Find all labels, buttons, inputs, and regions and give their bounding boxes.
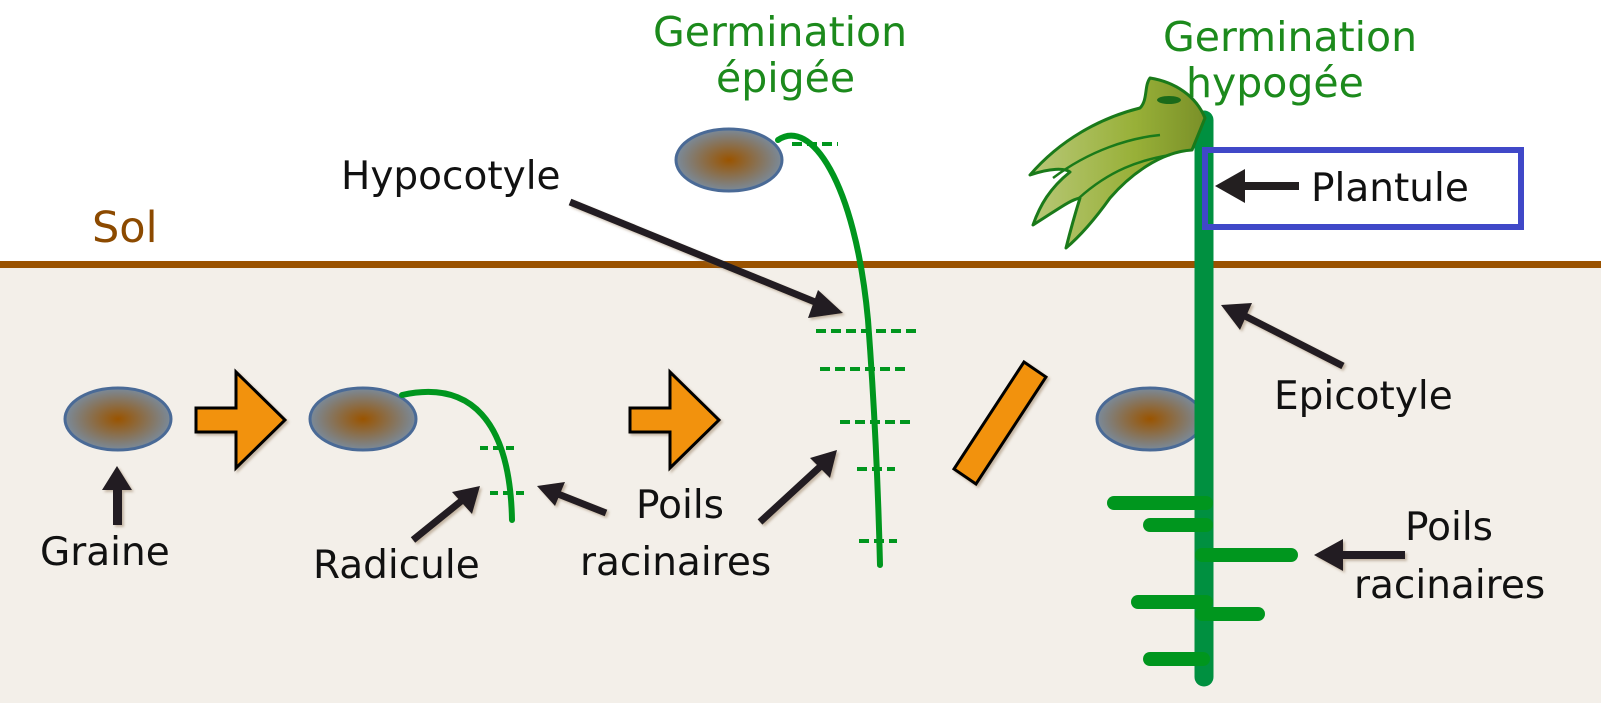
epicotyle-label: Epicotyle bbox=[1274, 374, 1453, 419]
hypogee-title-line2: hypogée bbox=[1186, 59, 1364, 107]
poils-racinaires-1-label-line1: Poils bbox=[636, 483, 724, 528]
graine-pointer-icon bbox=[102, 466, 132, 525]
separator-bar-icon bbox=[951, 359, 1049, 487]
sol-label: Sol bbox=[92, 203, 158, 253]
radicule-pointer-icon bbox=[410, 486, 480, 543]
poils-pointer-epigee-icon bbox=[757, 450, 837, 525]
plantule-label: Plantule bbox=[1311, 166, 1469, 211]
poils-racinaires-1-label-line2: racinaires bbox=[580, 540, 771, 585]
plantule-pointer-icon bbox=[1215, 169, 1299, 203]
epicotyle-pointer-icon bbox=[1221, 303, 1345, 370]
root-hairs-hypogee bbox=[1107, 496, 1298, 666]
seed-ellipse-icon bbox=[674, 127, 784, 193]
poils-pointer-1-icon bbox=[537, 482, 608, 517]
hypocotyle-pointer-icon bbox=[568, 198, 843, 318]
soil-line bbox=[0, 261, 1601, 268]
plantule-leaves-icon bbox=[1028, 76, 1207, 250]
radicule-label: Radicule bbox=[313, 543, 480, 588]
graine-label: Graine bbox=[40, 530, 170, 575]
hypocotyle-label: Hypocotyle bbox=[341, 154, 561, 199]
stage-arrow-1-icon bbox=[194, 368, 288, 472]
epigee-title-line1: Germination bbox=[653, 8, 907, 56]
seed-ellipse-icon bbox=[1095, 386, 1205, 452]
hypogee-title-line1: Germination bbox=[1163, 13, 1417, 61]
stage-arrow-2-icon bbox=[628, 368, 722, 472]
poils-pointer-2-icon bbox=[1314, 539, 1405, 571]
plantule-box bbox=[1202, 147, 1524, 230]
radicule-stem bbox=[399, 388, 515, 523]
seed-ellipse-icon bbox=[63, 386, 173, 452]
poils-racinaires-2-label-line1: Poils bbox=[1405, 505, 1493, 550]
epigee-title-line2: épigée bbox=[716, 54, 855, 102]
seed-ellipse-icon bbox=[308, 386, 418, 452]
sky-area bbox=[0, 0, 1601, 265]
poils-racinaires-2-label-line2: racinaires bbox=[1354, 563, 1545, 608]
